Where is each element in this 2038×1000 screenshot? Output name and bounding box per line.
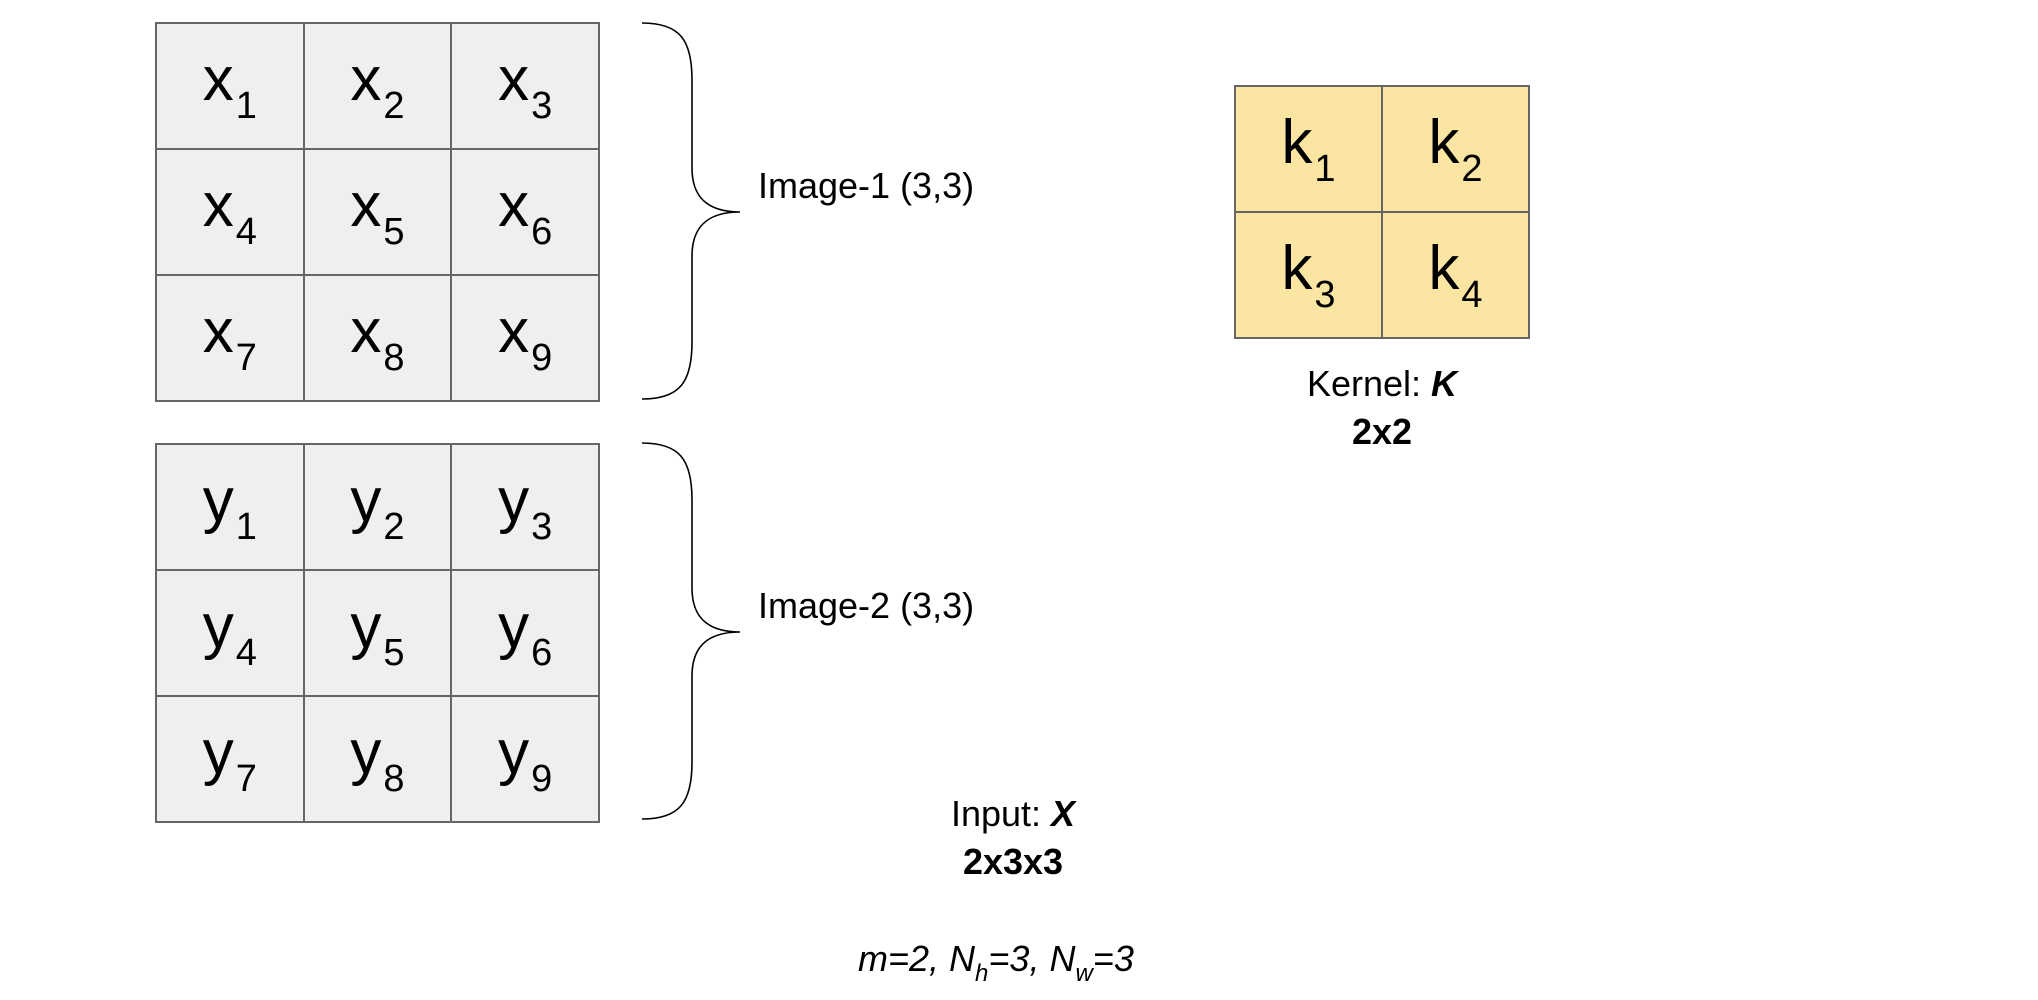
cell-symbol: x <box>350 297 382 366</box>
cell-subscript: 6 <box>531 632 553 674</box>
kernel-caption-line: Kernel: K <box>1282 360 1482 408</box>
cell-subscript: 6 <box>531 211 553 253</box>
image1-brace <box>641 22 741 400</box>
cell-symbol: x <box>202 297 234 366</box>
cell-subscript: 1 <box>235 85 257 127</box>
cell-subscript: 3 <box>531 506 553 548</box>
cell-subscript: 1 <box>235 506 257 548</box>
formula-nh-value: =3, N <box>988 938 1076 979</box>
cell-subscript: 2 <box>1461 148 1483 190</box>
input-caption: Input: X 2x3x3 <box>913 790 1113 886</box>
cell-symbol: k <box>1428 108 1460 177</box>
dimension-formula: m=2, Nh=3, Nw=3 <box>858 938 1134 987</box>
kernel-dims: 2x2 <box>1351 411 1413 452</box>
cell-subscript: 3 <box>531 85 553 127</box>
cell-subscript: 5 <box>383 211 405 253</box>
kernel-caption-prefix: Kernel: <box>1306 363 1432 404</box>
cell-subscript: 2 <box>383 506 405 548</box>
input-caption-symbol: X <box>1051 793 1076 834</box>
formula-nh-subscript: h <box>975 960 989 987</box>
cell-symbol: x <box>350 45 382 114</box>
cell-subscript: 9 <box>531 337 553 379</box>
cell-symbol: k <box>1281 234 1313 303</box>
image2-label: Image-2 (3,3) <box>758 585 975 626</box>
cell-symbol: x <box>350 171 382 240</box>
cell-symbol: x <box>498 171 530 240</box>
cell-symbol: y <box>202 592 234 661</box>
cell-symbol: k <box>1428 234 1460 303</box>
cell-symbol: y <box>202 718 234 787</box>
image2-brace <box>641 442 741 820</box>
image1-label: Image-1 (3,3) <box>758 165 975 206</box>
cell-symbol: x <box>202 171 234 240</box>
cell-subscript: 7 <box>235 758 257 800</box>
cell-symbol: x <box>498 297 530 366</box>
cell-symbol: y <box>350 718 382 787</box>
kernel-caption-symbol: K <box>1431 363 1458 404</box>
cell-subscript: 7 <box>235 337 257 379</box>
cell-subscript: 4 <box>235 211 257 253</box>
cell-subscript: 4 <box>1461 274 1483 316</box>
cell-symbol: y <box>498 466 530 535</box>
formula-nw-value: =3 <box>1092 938 1134 979</box>
cell-symbol: y <box>202 466 234 535</box>
cell-subscript: 3 <box>1314 274 1336 316</box>
formula-m-part: m=2, N <box>858 938 976 979</box>
cell-symbol: y <box>350 466 382 535</box>
cell-subscript: 5 <box>383 632 405 674</box>
cell-symbol: y <box>498 592 530 661</box>
input-dims: 2x3x3 <box>962 841 1064 882</box>
cell-symbol: y <box>498 718 530 787</box>
cell-subscript: 8 <box>383 337 405 379</box>
kernel-caption: Kernel: K 2x2 <box>1282 360 1482 456</box>
formula-nw-subscript: w <box>1075 960 1093 987</box>
cell-symbol: k <box>1281 108 1313 177</box>
cell-subscript: 4 <box>235 632 257 674</box>
cell-symbol: x <box>202 45 234 114</box>
cell-subscript: 1 <box>1314 148 1336 190</box>
cell-subscript: 9 <box>531 758 553 800</box>
input-caption-prefix: Input: <box>950 793 1052 834</box>
input-caption-line: Input: X <box>913 790 1113 838</box>
cell-symbol: y <box>350 592 382 661</box>
cell-symbol: x <box>498 45 530 114</box>
cell-subscript: 8 <box>383 758 405 800</box>
cell-subscript: 2 <box>383 85 405 127</box>
